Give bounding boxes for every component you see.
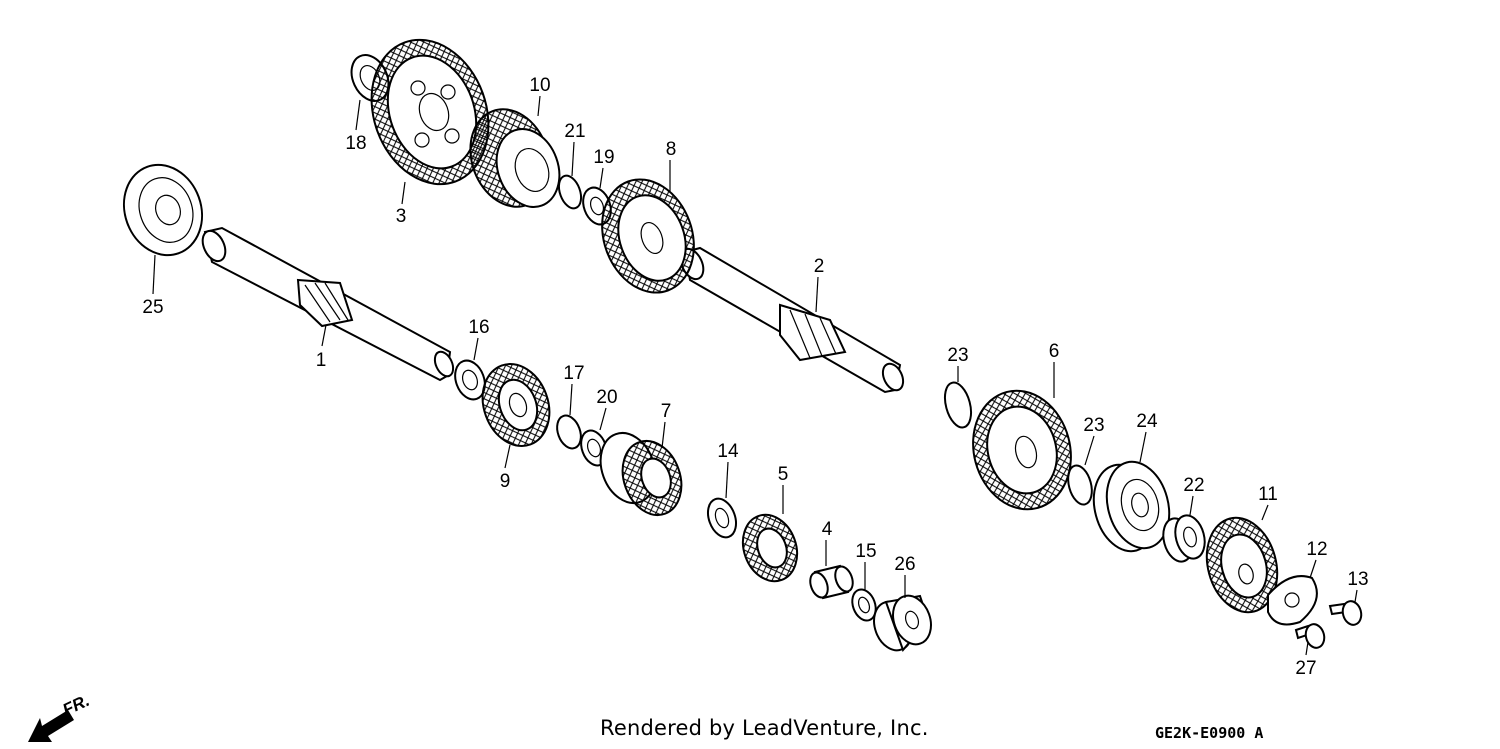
callout-5: 5: [778, 464, 789, 485]
part-circlip-23a: [943, 381, 973, 429]
callout-22: 22: [1183, 475, 1204, 496]
part-gear-5: [741, 513, 799, 583]
callout-14: 14: [717, 441, 739, 462]
callout-17: 17: [563, 363, 584, 384]
part-mainshaft-1: [201, 226, 455, 382]
part-washer-16: [454, 359, 486, 401]
part-gear-9: [481, 363, 551, 447]
part-bushing-4: [809, 564, 854, 600]
part-gear-10: [469, 108, 561, 208]
part-countershaft-2: [679, 246, 905, 394]
part-bearing-25: [122, 163, 204, 257]
callout-3: 3: [396, 206, 407, 227]
part-clip-21: [557, 174, 583, 210]
part-plate-12: [1267, 575, 1318, 626]
callout-labels: 1 2 3 4 5 6 7 8 9 10 11 12 13 14 15 16 1…: [142, 75, 1368, 679]
callout-9: 9: [500, 471, 511, 492]
callout-26: 26: [894, 554, 915, 575]
part-washer-15: [851, 588, 877, 622]
callout-18: 18: [345, 133, 366, 154]
callout-15: 15: [855, 541, 876, 562]
callout-16: 16: [468, 317, 489, 338]
callout-27: 27: [1295, 658, 1316, 679]
part-sprocket-11: [1205, 516, 1279, 614]
callout-20: 20: [596, 387, 617, 408]
part-bearing-26: [873, 594, 932, 652]
callout-6: 6: [1049, 341, 1060, 362]
part-washer-14: [706, 497, 738, 539]
callout-2: 2: [814, 256, 825, 277]
render-credit: Rendered by LeadVenture, Inc.: [600, 716, 929, 740]
callout-leaders: [152, 95, 1358, 656]
callout-23b: 23: [1083, 415, 1104, 436]
callout-24: 24: [1136, 411, 1158, 432]
callout-12: 12: [1306, 539, 1327, 560]
part-bolt-13: [1328, 600, 1363, 626]
callout-8: 8: [666, 139, 677, 160]
callout-21: 21: [564, 121, 585, 142]
callout-13: 13: [1347, 569, 1368, 590]
part-collar-22: [1162, 514, 1206, 563]
part-circlip-23b: [1067, 464, 1093, 506]
part-gear-8: [601, 178, 695, 294]
part-gear-7: [599, 432, 683, 516]
part-bolt-27: [1294, 623, 1326, 649]
front-direction-indicator: FR.: [28, 691, 93, 742]
callout-23a: 23: [947, 345, 968, 366]
callout-10: 10: [529, 75, 550, 96]
callout-1: 1: [316, 350, 327, 371]
callout-25: 25: [142, 297, 163, 318]
callout-11: 11: [1258, 484, 1278, 505]
drawing-code: GE2K-E0900 A: [1155, 724, 1264, 742]
callout-19: 19: [593, 147, 614, 168]
part-gear-6: [972, 389, 1072, 511]
callout-4: 4: [822, 519, 833, 540]
part-clip-17: [556, 414, 582, 450]
part-gear-3: [370, 38, 490, 186]
part-bearing-24: [1092, 460, 1171, 553]
direction-arrow-icon: [28, 710, 74, 742]
callout-7: 7: [661, 401, 672, 422]
